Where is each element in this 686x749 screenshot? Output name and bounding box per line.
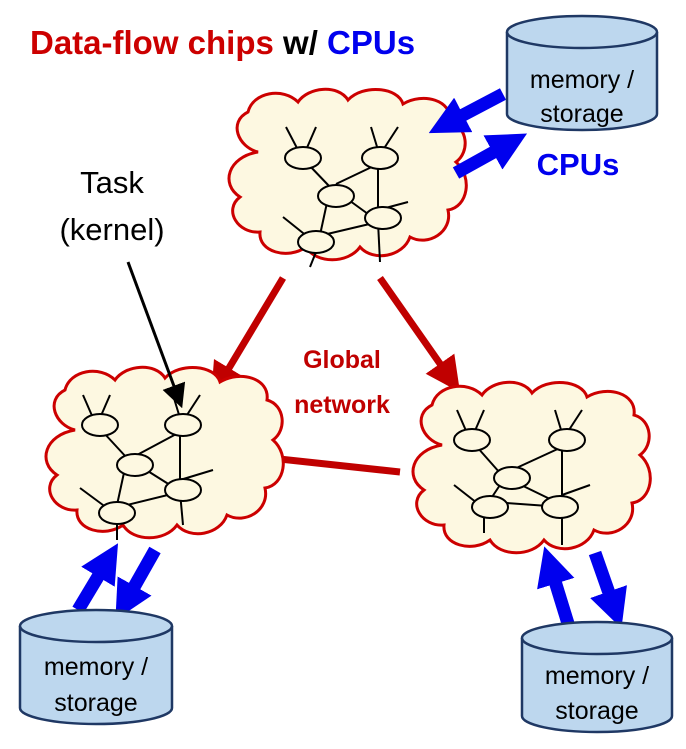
cpu-arrow-left-down — [115, 546, 161, 620]
cpu-arrow-left-up — [72, 543, 119, 614]
title-part-cpus: CPUs — [327, 24, 415, 61]
task-node — [164, 478, 202, 502]
task-node — [116, 453, 154, 477]
task-node — [284, 146, 322, 170]
diagram-title: Data-flow chips w/ CPUs — [30, 24, 415, 61]
storage-label-line2: storage — [540, 100, 623, 128]
storage-label-line1: memory / — [44, 653, 148, 681]
task-node — [471, 495, 509, 519]
task-node — [364, 206, 402, 230]
network-label-line1: Global — [303, 346, 381, 374]
network-arrow-top-to-left — [210, 276, 287, 399]
task-node — [453, 428, 491, 452]
task-label-line2: (kernel) — [59, 212, 164, 247]
task-label-line1: Task — [80, 165, 144, 200]
storage-label-line1: memory / — [530, 66, 634, 94]
storage-label-line1: memory / — [545, 662, 649, 690]
chip-cloud-right — [411, 380, 652, 555]
task-node — [297, 230, 335, 254]
chip-cloud-top — [227, 87, 468, 268]
cpus-label: CPUs — [537, 147, 620, 182]
cpu-arrow-right-up — [537, 546, 577, 632]
task-node — [317, 184, 355, 208]
cpu-arrow-top-out — [452, 133, 528, 179]
task-node — [541, 495, 579, 519]
task-node — [81, 413, 119, 437]
storage-cylinder-left: memory / storage — [18, 608, 174, 726]
title-part-with: w/ — [274, 24, 327, 61]
task-pointer-arrow — [126, 261, 186, 409]
cpu-arrows — [72, 88, 627, 632]
network-arrow-top-to-right — [377, 275, 461, 393]
storage-cylinder-top: memory / storage — [505, 14, 659, 132]
chip-cloud-left — [44, 365, 285, 540]
network-label-line2: network — [294, 391, 390, 419]
task-node — [98, 501, 136, 525]
task-node — [361, 146, 399, 170]
cpu-arrow-top-in — [428, 88, 507, 134]
cpu-arrow-right-down — [588, 550, 627, 629]
storage-cylinder-right: memory / storage — [520, 620, 674, 734]
task-node — [548, 428, 586, 452]
title-part-dataflow: Data-flow chips — [30, 24, 274, 61]
storage-label-line2: storage — [54, 689, 137, 717]
storage-label-line2: storage — [555, 697, 638, 725]
task-node — [493, 466, 531, 490]
task-node — [164, 413, 202, 437]
